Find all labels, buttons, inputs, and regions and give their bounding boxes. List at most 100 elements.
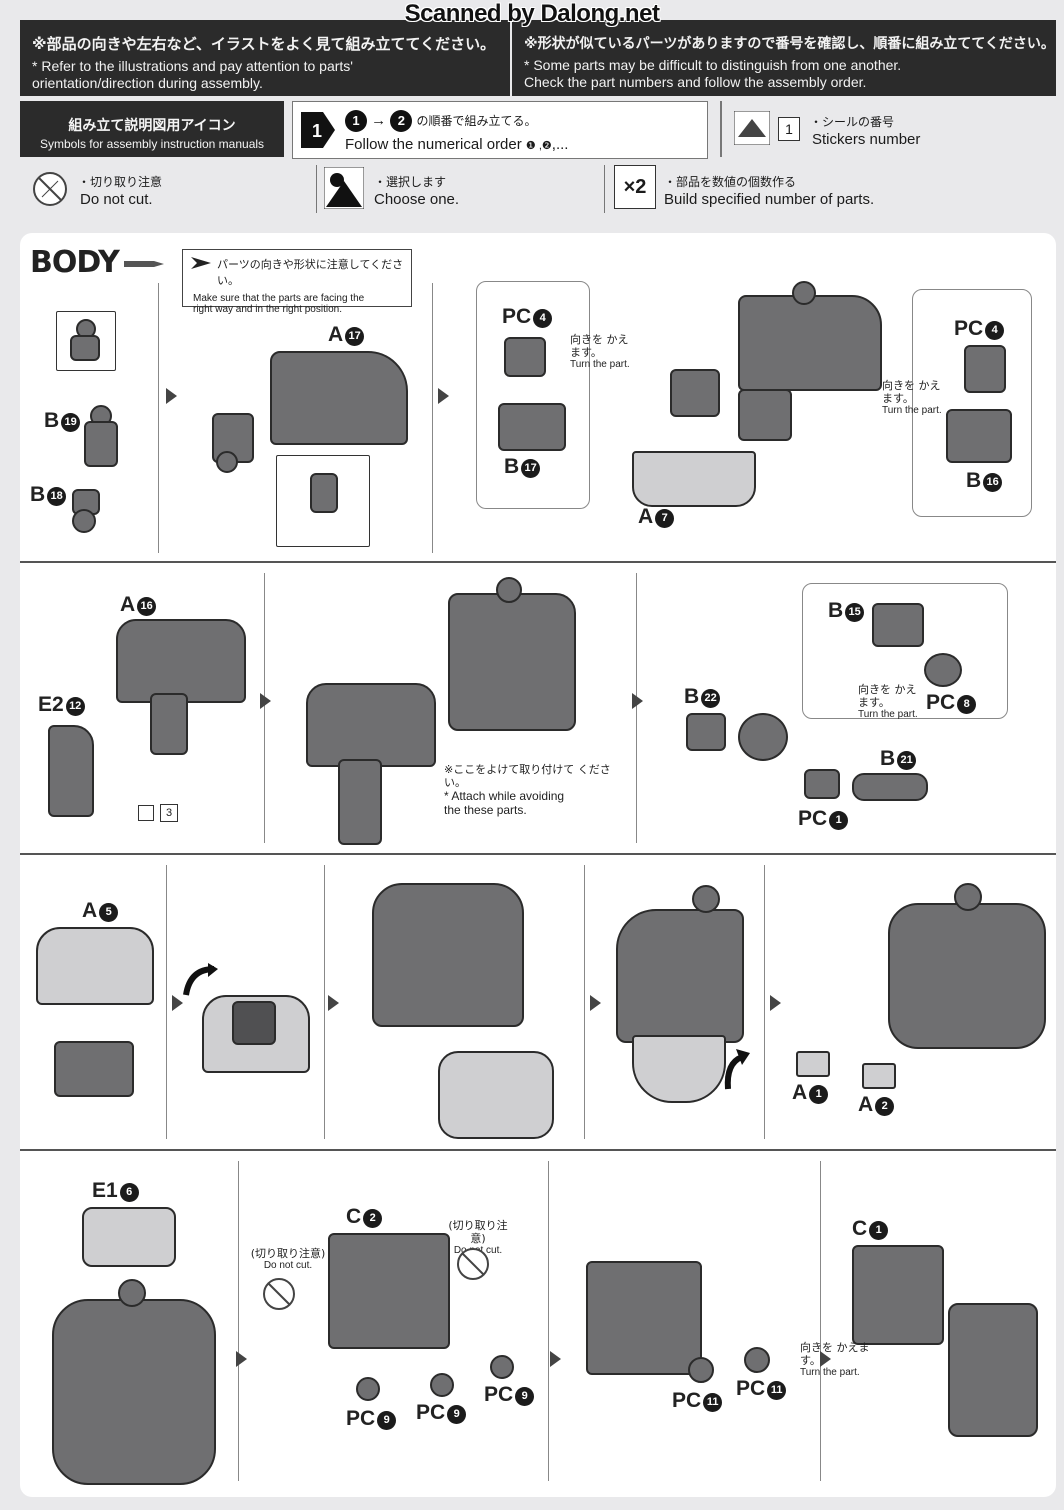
choose-symbol: ・選択します Choose one. (324, 165, 605, 213)
label-a2: A (858, 1093, 874, 1116)
label-e16: E1 (92, 1179, 118, 1202)
part-e16 (82, 1207, 176, 1267)
shoulder-assembly (372, 883, 524, 1027)
caution-left-jp: ※部品の向きや左右など、イラストをよく見て組み立ててください。 (32, 35, 496, 53)
part-drawing (792, 281, 816, 305)
part-drawing (632, 1035, 726, 1103)
turn-note-jp: 向きを かえます。 (570, 333, 629, 359)
label-a16: A (120, 593, 136, 616)
step-arrow-icon (820, 1351, 831, 1367)
nocut-symbol: ・切り取り注意 Do not cut. (20, 165, 317, 213)
divider (432, 283, 433, 553)
turn-note-en: Turn the part. (882, 405, 942, 416)
order-symbol: 1 1 → 2 の順番で組み立てる。 Follow the numerical … (292, 101, 708, 159)
part-drawing (232, 1001, 276, 1045)
callout-box (276, 455, 370, 547)
watermark: Scanned by Dalong.net (404, 0, 660, 27)
order-en: Follow the numerical order (345, 136, 522, 153)
divider (584, 865, 585, 1139)
label-pc4a-num: 4 (533, 309, 553, 328)
turn-note: 向きを かえます。Turn the part. (882, 379, 942, 416)
label-b21: B (880, 747, 896, 770)
label-a7: A (638, 505, 654, 528)
label-pc11b-num: 11 (767, 1381, 787, 1400)
nocut-note-jp: (切り取り注意) (448, 1219, 508, 1245)
label-a7-num: 7 (655, 509, 675, 528)
part-pc9 (356, 1377, 380, 1401)
part-b17 (498, 403, 566, 451)
divider (324, 865, 325, 1139)
label-e16-num: 6 (119, 1183, 139, 1202)
part-b16 (946, 409, 1012, 463)
step-arrow-icon (550, 1351, 561, 1367)
do-not-cut-icon (457, 1248, 489, 1280)
step-arrow-icon (590, 995, 601, 1011)
torso-assembly (52, 1299, 216, 1485)
part-drawing (84, 421, 118, 467)
label-a17: A (328, 323, 344, 346)
label-a16-num: 16 (137, 597, 157, 616)
part-pc4 (964, 345, 1006, 393)
multiply-icon: ×2 (614, 165, 656, 209)
part-e212 (48, 725, 94, 817)
part-drawing (954, 883, 982, 911)
sticker-3: 3 (160, 804, 178, 822)
turn-note: 向きを かえます。Turn the part. (858, 683, 918, 720)
label-b22: B (684, 685, 700, 708)
sticker-number-box: 1 (778, 117, 800, 141)
label-pc9c: PC (484, 1383, 514, 1406)
part-drawing (738, 389, 792, 441)
divider (820, 1161, 821, 1481)
nocut-jp: ・切り取り注意 (78, 175, 163, 189)
rotate-arrow-icon (183, 963, 218, 996)
part-drawing (54, 1041, 134, 1097)
step-arrow-icon (632, 693, 643, 709)
turn-note-jp: 向きを かえます。 (800, 1341, 870, 1367)
part-drawing (216, 451, 238, 473)
step-arrow-icon (236, 1351, 247, 1367)
notice-en1: Make sure that the parts are facing the (193, 293, 365, 304)
label-pc8-num: 8 (957, 695, 977, 714)
nocut-en: Do not cut. (80, 191, 153, 208)
part-pc9 (430, 1373, 454, 1397)
part-a2 (862, 1063, 896, 1089)
rotate-arrow-icon (724, 1049, 750, 1090)
turn-note-jp: 向きを かえます。 (858, 683, 917, 709)
caution-right-en1: * Some parts may be difficult to disting… (524, 57, 902, 73)
turn-note-en: Turn the part. (800, 1367, 860, 1378)
divider (238, 1161, 239, 1481)
avoid-note: ※ここをよけて取り付けて ください。 * Attach while avoidi… (444, 763, 624, 817)
step-row-1: BODY パーツの向きや形状に注意してください。 Make sure that … (20, 233, 1056, 563)
label-e212: E2 (38, 693, 64, 716)
title-arrow-icon (124, 261, 164, 267)
order-step-icon: 1 (301, 112, 335, 148)
sticker-jp: ・シールの番号 (810, 115, 895, 129)
avoid-note-jp: ※ここをよけて取り付けて ください。 (444, 763, 611, 789)
label-pc11a-num: 11 (703, 1393, 723, 1412)
label-pc9b: PC (416, 1401, 446, 1424)
part-pc9 (490, 1355, 514, 1379)
caution-right: ※形状が似ているパーツがありますので番号を確認し、順番に組み立ててください。 *… (510, 20, 1058, 96)
nocut-note-en: Do not cut. (263, 1260, 313, 1271)
step-arrow-icon (770, 995, 781, 1011)
divider (158, 283, 159, 553)
part-drawing (692, 885, 720, 913)
part-drawing (496, 577, 522, 603)
part-drawing (118, 1279, 146, 1307)
label-b16-num: 16 (983, 473, 1003, 492)
nocut-note-jp: (切り取り注意) (250, 1247, 326, 1260)
label-a17-num: 17 (345, 327, 365, 346)
label-a5: A (82, 899, 98, 922)
notice-arrow-icon (191, 257, 211, 269)
choose-en: Choose one. (374, 191, 460, 208)
part-drawing (948, 1303, 1038, 1437)
label-pc4b: PC (954, 317, 984, 340)
label-a5-num: 5 (99, 903, 119, 922)
label-pc8: PC (926, 691, 956, 714)
label-b17: B (504, 455, 520, 478)
label-pc1-num: 1 (829, 811, 849, 830)
step-arrow-icon (166, 388, 177, 404)
section-title: BODY (30, 245, 120, 280)
part-drawing (70, 335, 100, 361)
